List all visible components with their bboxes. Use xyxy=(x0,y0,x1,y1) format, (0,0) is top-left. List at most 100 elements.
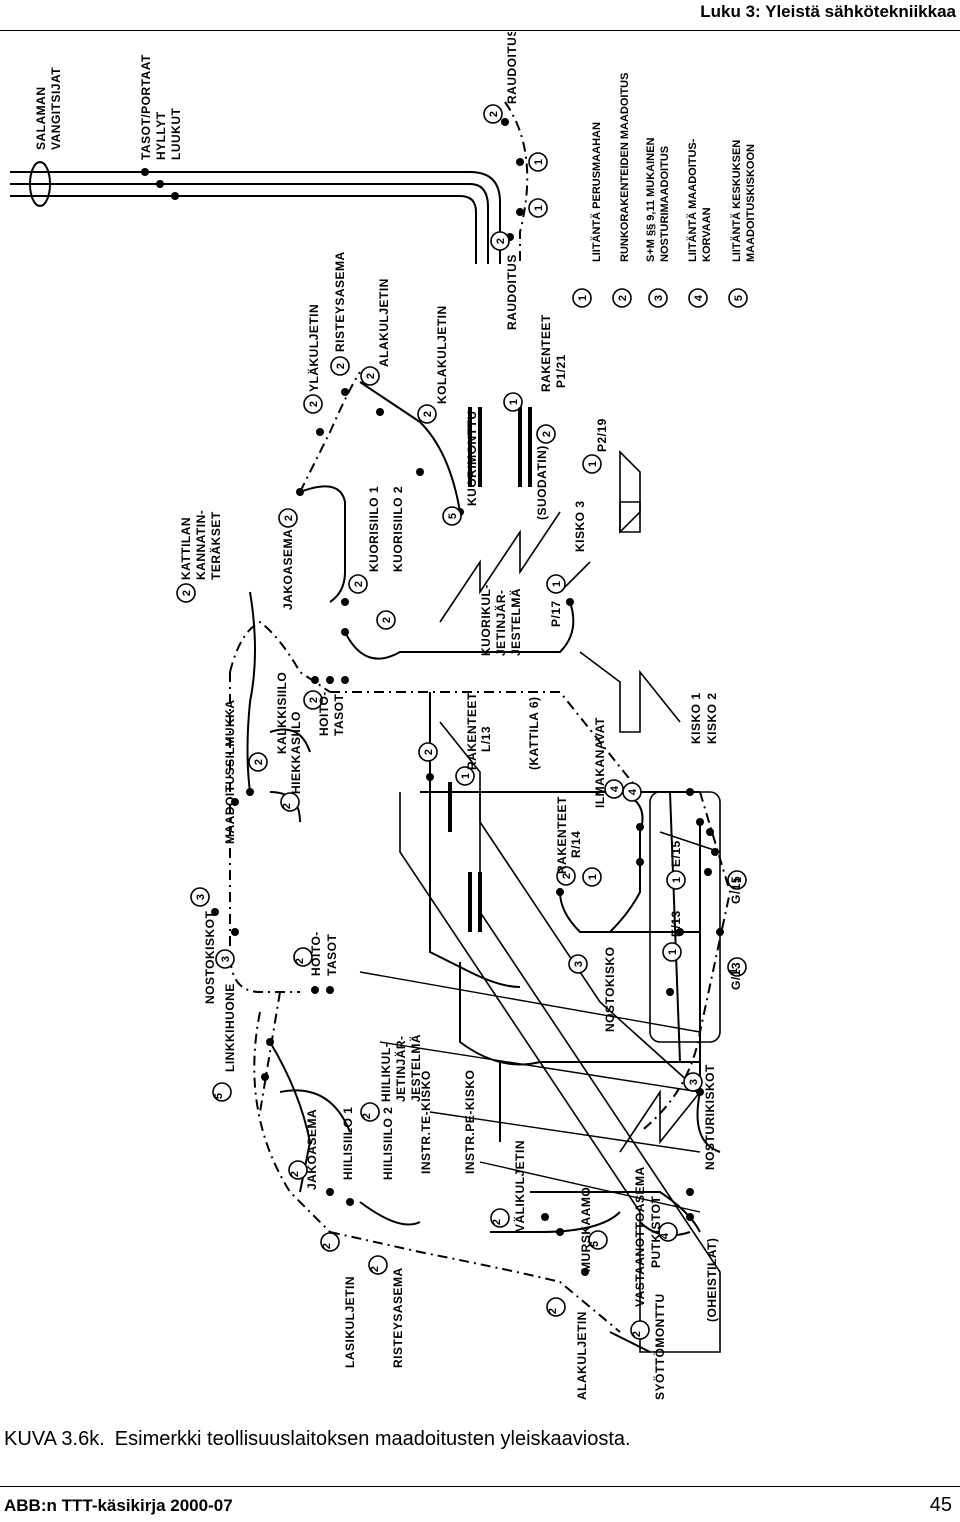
marker-2: 2 xyxy=(376,610,396,630)
marker-1: 1 xyxy=(727,870,747,890)
marker-4: 4 xyxy=(604,779,624,799)
label-p219: P2/19 xyxy=(595,418,609,452)
marker-2: 2 xyxy=(546,1297,566,1317)
marker-4: 4 xyxy=(622,782,642,802)
svg-text:1: 1 xyxy=(587,874,599,880)
label-ilmakanavat: ILMAKANAVAT xyxy=(593,717,607,808)
marker-2: 2 xyxy=(360,1102,380,1122)
svg-text:1: 1 xyxy=(460,773,472,779)
label-alakuljetin-top: ALAKULJETIN xyxy=(377,278,391,367)
label-kuorikul-3: JESTELMÄ xyxy=(508,588,523,656)
label-l13: L/13 xyxy=(479,726,493,752)
label-instr-te-kisko: INSTR.TE-KISKO xyxy=(419,1070,433,1174)
marker-2: 2 xyxy=(630,1320,650,1340)
legend-text: NOSTURIMAADOITUS xyxy=(659,146,671,262)
legend-item-5: 5 LIITÄNTÄ KESKUKSEN MAADOITUSKISKOON xyxy=(728,140,757,308)
label-valikuljetin: VÄLIKULJETIN xyxy=(512,1140,527,1232)
label-nostokisko: NOSTOKISKO xyxy=(603,947,617,1032)
marker-1: 1 xyxy=(528,152,548,172)
svg-text:2: 2 xyxy=(321,1243,333,1249)
label-hyllyt: HYLLYT xyxy=(154,111,168,160)
label-p121: P1/21 xyxy=(554,354,568,388)
label-vastaanottoasema: VASTAANOTTOASEMA xyxy=(633,1166,647,1307)
svg-text:5: 5 xyxy=(213,1093,225,1099)
svg-text:3: 3 xyxy=(573,961,585,967)
label-kisko3: KISKO 3 xyxy=(573,500,587,552)
label-kisko2: KISKO 2 xyxy=(705,692,719,744)
legend-text: LIITÄNTÄ MAADOITUS- xyxy=(686,138,699,262)
marker-1: 1 xyxy=(546,574,566,594)
marker-1: 1 xyxy=(528,198,548,218)
label-hoitotasot-a1: HOITO- xyxy=(317,691,331,736)
label-risteysasema-top: RISTEYSASEMA xyxy=(333,251,347,352)
label-kattilan-1: KATTILAN xyxy=(179,517,193,580)
label-hiekkasiilo: HIEKKASIILO xyxy=(289,711,303,794)
label-kisko1: KISKO 1 xyxy=(689,692,703,744)
svg-text:5: 5 xyxy=(447,513,459,519)
marker-2: 2 xyxy=(556,866,576,886)
label-rakenteet-l13: RAKENTEET xyxy=(465,692,479,770)
legend-text: S+M §§ 9,11 MUKAINEN xyxy=(645,138,657,262)
svg-text:2: 2 xyxy=(381,617,393,623)
svg-text:2: 2 xyxy=(335,363,347,369)
label-murskaamo: MURSKAAMO xyxy=(579,1187,593,1272)
svg-text:2: 2 xyxy=(308,401,320,407)
marker-2: 2 xyxy=(368,1255,388,1275)
marker-2: 2 xyxy=(360,366,380,386)
label-hiilikul-3: JESTELMÄ xyxy=(408,1034,423,1102)
marker-2: 2 xyxy=(293,947,313,967)
label-rakenteet-p121: RAKENTEET xyxy=(539,314,553,392)
label-nostokiskot: NOSTOKISKOT xyxy=(203,911,217,1004)
svg-text:2: 2 xyxy=(361,1113,373,1119)
grounding-diagram: 2 1 1 2 2 2 2 2 1 2 1 5 2 2 2 2 1 2 2 2 … xyxy=(0,32,960,1400)
svg-text:2: 2 xyxy=(365,373,377,379)
legend-num: 5 xyxy=(733,295,745,301)
svg-text:1: 1 xyxy=(533,159,545,165)
marker-1: 1 xyxy=(455,766,475,786)
label-r14: R/14 xyxy=(569,831,583,858)
label-raudoitus-mid: RAUDOITUS xyxy=(505,254,519,330)
legend-num: 1 xyxy=(577,295,589,301)
svg-text:1: 1 xyxy=(667,949,679,955)
label-hiilikul-1: HIILIKUL- xyxy=(379,1043,393,1102)
svg-text:3: 3 xyxy=(195,894,207,900)
label-salaman: SALAMAN xyxy=(34,87,48,151)
marker-1: 1 xyxy=(582,867,602,887)
svg-text:2: 2 xyxy=(423,749,435,755)
label-raudoitus-top: RAUDOITUS xyxy=(505,32,519,104)
legend-item-1: 1 LIITÄNTÄ PERUSMAAHAN xyxy=(572,122,603,308)
figure-caption: KUVA 3.6k.Esimerkki teollisuuslaitoksen … xyxy=(4,1428,631,1451)
footer-source: ABB:n TTT-käsikirja 2000-07 xyxy=(4,1496,233,1515)
footer-divider xyxy=(0,1486,960,1487)
marker-2: 2 xyxy=(288,1160,308,1180)
svg-text:1: 1 xyxy=(671,877,683,883)
label-linkkihuone: LINKKIHUONE xyxy=(223,983,237,1072)
svg-text:3: 3 xyxy=(688,1079,700,1085)
marker-2: 2 xyxy=(330,356,350,376)
marker-1: 1 xyxy=(503,392,523,412)
label-hoitotasot-b2: TASOT xyxy=(325,934,339,976)
marker-1: 1 xyxy=(582,454,602,474)
label-ylakuljetin: YLÄKULJETIN xyxy=(306,304,321,392)
marker-2: 2 xyxy=(278,508,298,528)
svg-text:1: 1 xyxy=(533,205,545,211)
legend-text: RUNKORAKENTEIDEN MAADOITUS xyxy=(619,73,631,262)
marker-3: 3 xyxy=(215,949,235,969)
label-kuorikul-1: KUORIKUL- xyxy=(479,584,493,656)
grounding-markers: 2 1 1 2 2 2 2 2 1 2 1 5 2 2 2 2 1 2 2 2 … xyxy=(176,104,747,1340)
label-putkistot: PUTKISTOT xyxy=(649,1196,663,1268)
label-hiilisiilo2: HIILISIILO 2 xyxy=(381,1107,395,1180)
label-syottomonttu: SYÖTTÖMONTTU xyxy=(652,1293,667,1400)
label-kattilan-3: TERÄKSET xyxy=(208,511,223,580)
diagram-svg: 2 1 1 2 2 2 2 2 1 2 1 5 2 2 2 2 1 2 2 2 … xyxy=(10,32,757,1400)
label-rakenteet-r14: RAKENTEET xyxy=(555,796,569,874)
svg-text:2: 2 xyxy=(495,238,507,244)
svg-text:2: 2 xyxy=(631,1331,643,1337)
label-kuorisiilo1: KUORISIILO 1 xyxy=(367,486,381,572)
label-kattila6: (KATTILA 6) xyxy=(527,697,541,771)
marker-2: 2 xyxy=(320,1232,340,1252)
marker-2: 2 xyxy=(348,574,368,594)
svg-text:2: 2 xyxy=(491,1219,503,1225)
legend-item-3: 3 S+M §§ 9,11 MUKAINEN NOSTURIMAADOITUS xyxy=(645,138,671,308)
legend-text: LIITÄNTÄ PERUSMAAHAN xyxy=(590,122,603,262)
